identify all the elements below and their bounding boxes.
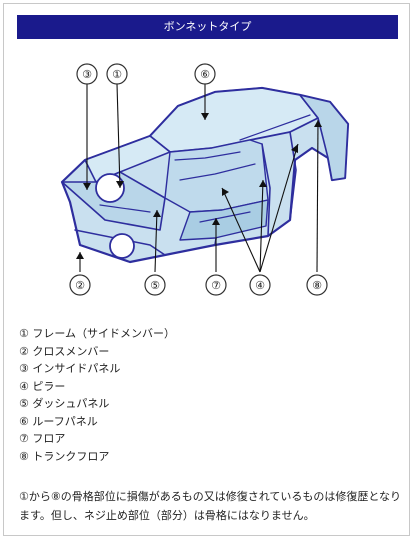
svg-text:⑦: ⑦ <box>211 279 221 292</box>
section-title: ボンネットタイプ <box>163 20 252 33</box>
legend-item-trunk-floor: ⑧ トランクフロア <box>19 449 110 463</box>
legend-item-floor: ⑦ フロア <box>19 432 66 445</box>
callout-1: ① <box>106 63 128 85</box>
legend-item-roof-panel: ⑥ ルーフパネル <box>19 414 98 428</box>
repair-history-note: ①から⑧の骨格部位に損傷があるもの又は修復されているものは修復歴となります。但し… <box>19 490 402 522</box>
svg-text:②: ② <box>75 279 85 292</box>
svg-text:⑥: ⑥ <box>200 68 210 81</box>
legend-item-cross-member: ② クロスメンバー <box>19 344 110 358</box>
callout-7: ⑦ <box>205 274 227 296</box>
section-header: ボンネットタイプ <box>17 15 398 39</box>
pointer-arrows <box>76 113 322 259</box>
callout-2: ② <box>69 274 91 296</box>
legend-item-pillar: ④ ピラー <box>19 379 66 393</box>
parts-legend: ① フレーム（サイドメンバー） ② クロスメンバー ③ インサイドパネル ④ ピ… <box>19 325 175 465</box>
content-frame <box>3 3 410 536</box>
svg-text:③: ③ <box>82 68 92 81</box>
svg-text:⑤: ⑤ <box>150 279 160 292</box>
legend-item-inside-panel: ③ インサイドパネル <box>19 362 121 375</box>
svg-text:⑧: ⑧ <box>312 279 322 292</box>
car-body-diagram: ③ ① ⑥ ② ⑤ ⑦ ④ ⑧ <box>60 63 350 296</box>
callout-5: ⑤ <box>144 274 166 296</box>
callout-8: ⑧ <box>306 274 328 296</box>
svg-text:①: ① <box>112 68 122 81</box>
callout-6: ⑥ <box>194 63 216 85</box>
callout-4: ④ <box>249 274 271 296</box>
callout-3: ③ <box>76 63 98 85</box>
legend-item-dash-panel: ⑤ ダッシュパネル <box>19 397 110 410</box>
pointer-lines <box>79 83 319 273</box>
car-body-illustration <box>60 86 350 264</box>
legend-item-frame: ① フレーム（サイドメンバー） <box>19 327 176 340</box>
svg-text:④: ④ <box>255 279 265 292</box>
